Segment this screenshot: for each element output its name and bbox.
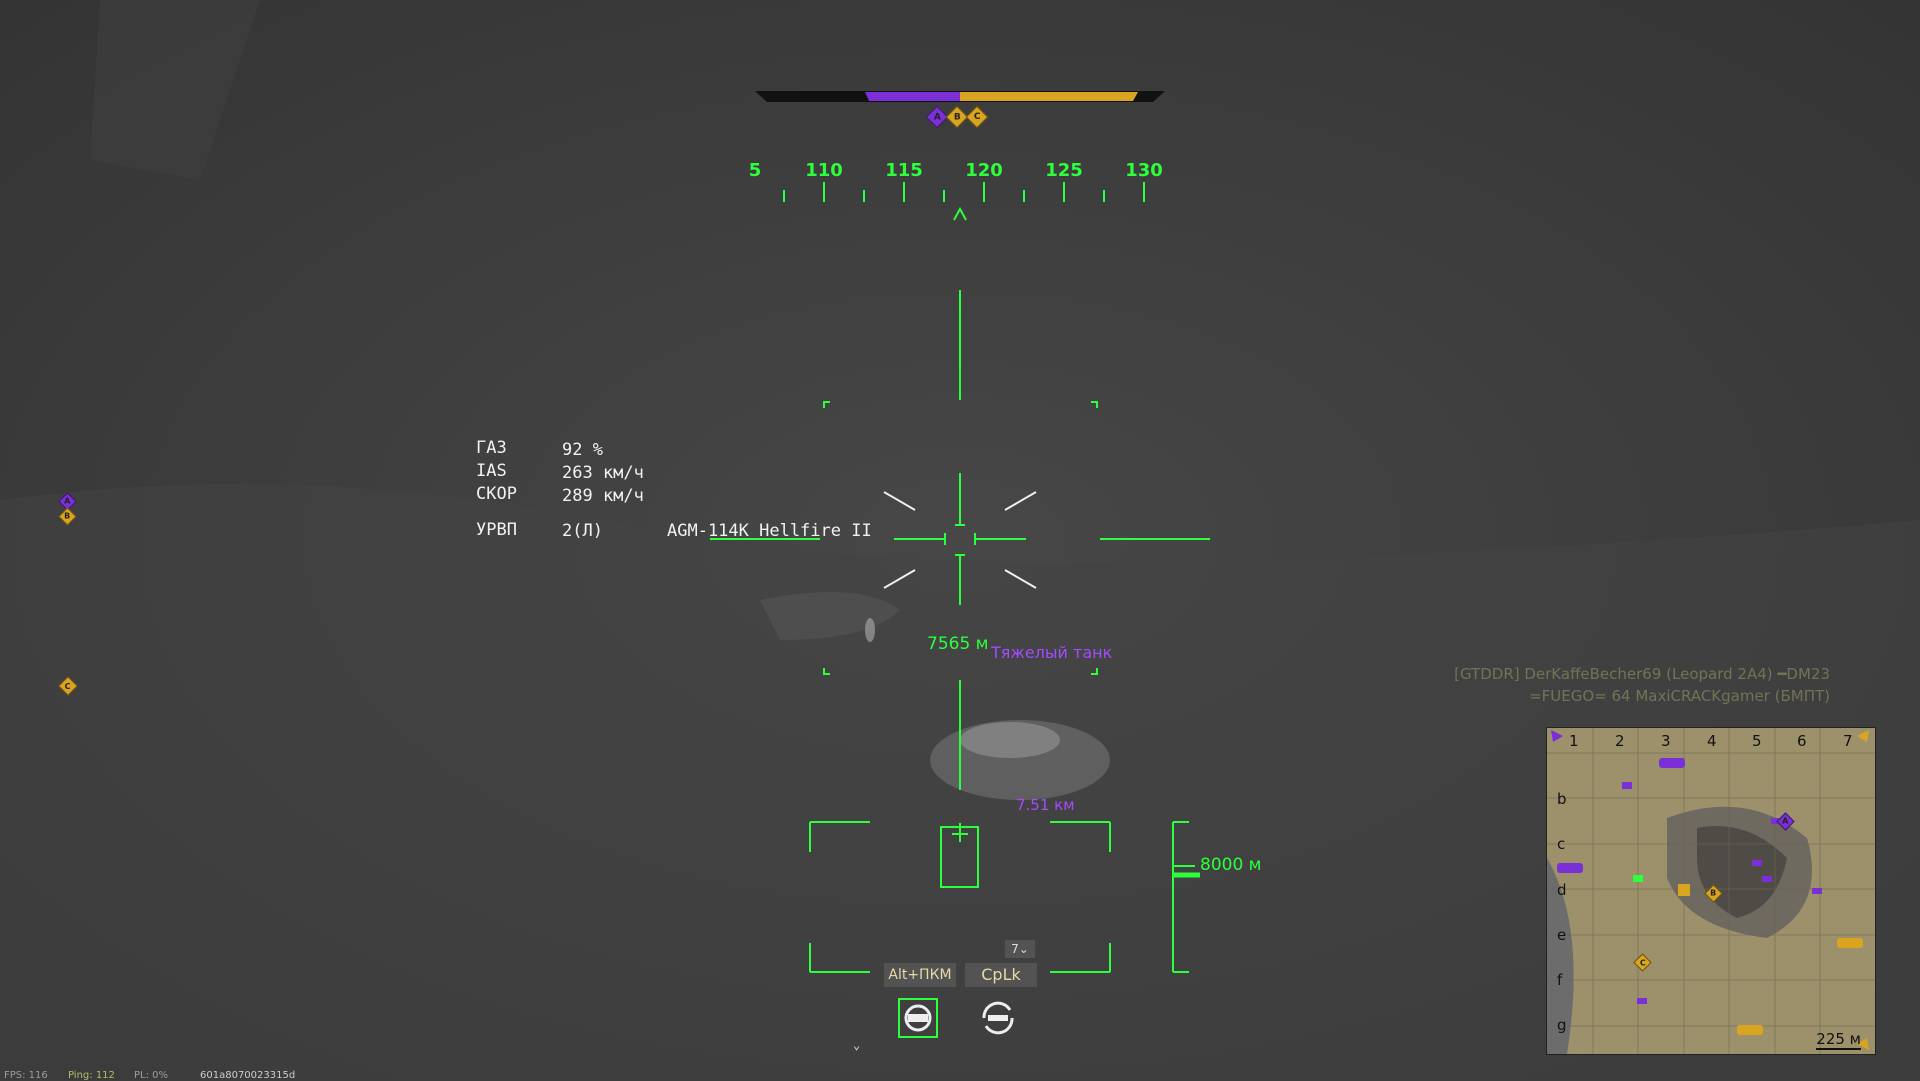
heading-label: 110 xyxy=(805,160,843,181)
minimap-col-label: 3 xyxy=(1661,732,1671,750)
team-score-bar xyxy=(755,91,1165,102)
enemy-unit-icons xyxy=(1678,884,1863,1035)
speed-value: 289 км/ч xyxy=(562,486,644,506)
throttle-value: 92 % xyxy=(562,440,603,460)
packet-loss: PL: 0% xyxy=(134,1070,169,1081)
minimap-row-label: g xyxy=(1557,1016,1567,1034)
weapon-mode-key[interactable]: 7⌄ xyxy=(1005,940,1035,958)
target-distance: 7.51 км xyxy=(1016,796,1075,814)
chat-message: =FUEGO= 64 MaxiCRACKgamer (БМПТ) xyxy=(1529,687,1830,705)
minimap-row-label: e xyxy=(1557,926,1567,944)
minimap-col-label: 6 xyxy=(1797,732,1807,750)
speed-label: СКОР xyxy=(476,484,517,504)
minimap-row-label: d xyxy=(1557,881,1567,899)
weapon-label: УРВП xyxy=(476,520,517,540)
heading-label: 115 xyxy=(885,160,923,181)
minimap-col-label: 2 xyxy=(1615,732,1625,750)
fps-counter: FPS: 116 xyxy=(4,1070,48,1081)
heading-label: 120 xyxy=(965,160,1003,181)
minimap-row-label: c xyxy=(1557,835,1566,853)
ping-counter: Ping: 112 xyxy=(68,1070,115,1081)
double-chevron-down-icon: ⌄ xyxy=(1018,942,1029,956)
minimap-row-label: b xyxy=(1557,790,1567,808)
capslock-key-button[interactable]: CpLk xyxy=(965,963,1037,987)
chevron-down-icon[interactable]: ⌄ xyxy=(853,1038,861,1052)
weapon-count: 2(Л) xyxy=(562,521,603,541)
alt-rmb-key-button[interactable]: Alt+ПКМ xyxy=(884,963,956,987)
weapon-cycle-icon[interactable] xyxy=(976,996,1020,1040)
ias-label: IAS xyxy=(476,461,507,481)
ias-value: 263 км/ч xyxy=(562,463,644,483)
heading-label: 125 xyxy=(1045,160,1083,181)
target-type: Тяжелый танк xyxy=(991,643,1113,662)
heading-label: 5 xyxy=(748,160,762,181)
minimap-col-label: 7 xyxy=(1843,732,1853,750)
minimap-col-label: 1 xyxy=(1569,732,1579,750)
heading-label: 130 xyxy=(1125,160,1163,181)
minimap-col-label: 4 xyxy=(1707,732,1717,750)
chat-message: [GTDDR] DerKaffeBecher69 (Leopard 2A4) ━… xyxy=(1454,665,1830,683)
minimap[interactable]: A B C 1 2 3 4 5 6 7 b c d e f g 225 м xyxy=(1546,727,1876,1055)
range-scale-label: 8000 м xyxy=(1200,855,1262,875)
session-id: 601a8070023315d xyxy=(200,1070,296,1081)
minimap-terrain xyxy=(1547,728,1875,1054)
weapon-name: AGM-114K Hellfire II xyxy=(667,521,872,541)
minimap-row-label: f xyxy=(1557,971,1563,989)
minimap-col-label: 5 xyxy=(1752,732,1762,750)
throttle-label: ГАЗ xyxy=(476,438,507,458)
minimap-scale: 225 м xyxy=(1816,1030,1861,1050)
ally-unit-icons xyxy=(1557,758,1822,1004)
target-range: 7565 м xyxy=(927,634,989,654)
target-lock-icon[interactable] xyxy=(896,996,940,1040)
